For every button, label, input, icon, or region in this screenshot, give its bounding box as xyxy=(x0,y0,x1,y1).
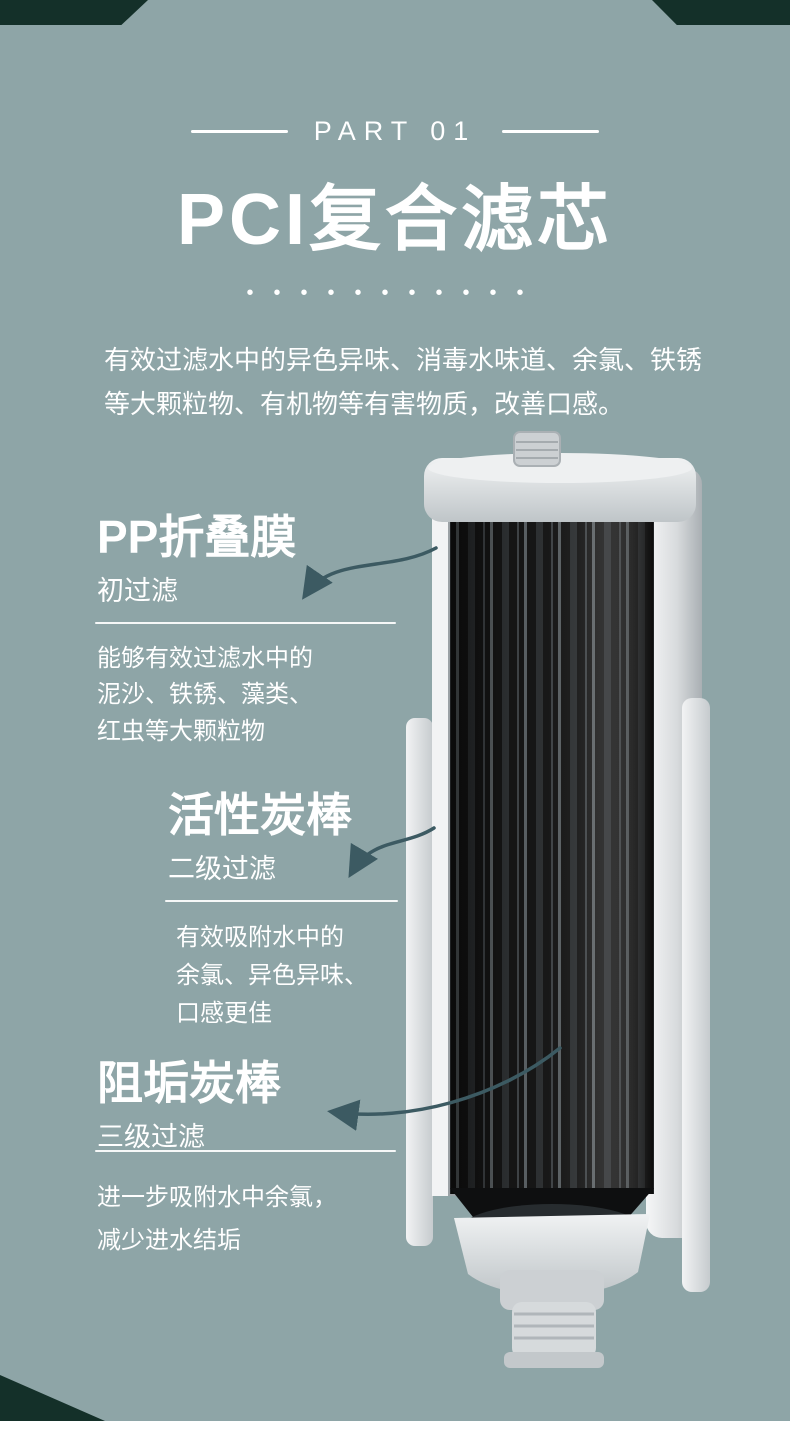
base-foot xyxy=(504,1352,604,1368)
top-cap-highlight xyxy=(428,453,692,483)
intro-text: 有效过滤水中的异色异味、消毒水味道、余氯、铁锈 等大颗粒物、有机物等有害物质，改… xyxy=(104,345,703,420)
callout-title: 活性炭棒 xyxy=(168,789,352,841)
callout-subtitle: 初过滤 xyxy=(97,575,178,606)
callout-title: 阻垢炭棒 xyxy=(97,1057,281,1109)
bottom-white-bar xyxy=(0,1421,790,1453)
callout-description: 进一步吸附水中余氯， 减少进水结垢 xyxy=(97,1184,337,1255)
callout-scale-inhibit-carbon: 阻垢炭棒 三级过滤 xyxy=(97,1057,281,1154)
callout-subtitle: 三级过滤 xyxy=(97,1121,205,1152)
decor-line-right xyxy=(502,130,600,133)
base-stub xyxy=(512,1302,596,1358)
callout-divider xyxy=(95,1150,396,1152)
callout-subtitle: 二级过滤 xyxy=(168,853,276,884)
section-header: PART 01 xyxy=(0,116,790,147)
sleeve-right xyxy=(682,698,710,1292)
callout-description: 能够有效过滤水中的 泥沙、铁锈、藻类、 红虫等大颗粒物 xyxy=(97,645,313,745)
callout-divider xyxy=(95,622,396,624)
callout-activated-carbon: 活性炭棒 二级过滤 xyxy=(168,789,352,886)
filter-core-shading xyxy=(450,476,654,1194)
decor-line-left xyxy=(190,130,288,133)
part-label: PART 01 xyxy=(313,116,477,146)
callout-description: 有效吸附水中的 余氯、异色异味、 口感更佳 xyxy=(176,924,368,1027)
corner-ribbon-top-left xyxy=(0,0,148,25)
sleeve-left xyxy=(406,718,433,1246)
base-cylinder xyxy=(500,1270,604,1310)
callout-pp-membrane: PP折叠膜 初过滤 xyxy=(97,511,297,608)
dots-divider: ••••••••••• xyxy=(246,282,544,304)
callout-divider xyxy=(165,900,398,902)
filter-cartridge-cutaway-image xyxy=(406,431,710,1368)
corner-ribbon-top-right xyxy=(652,0,790,25)
cut-rim-left xyxy=(432,480,452,1196)
callout-title: PP折叠膜 xyxy=(97,511,297,563)
page-title: PCI复合滤芯 xyxy=(176,180,614,260)
corner-ribbon-bottom-left xyxy=(0,1375,105,1421)
